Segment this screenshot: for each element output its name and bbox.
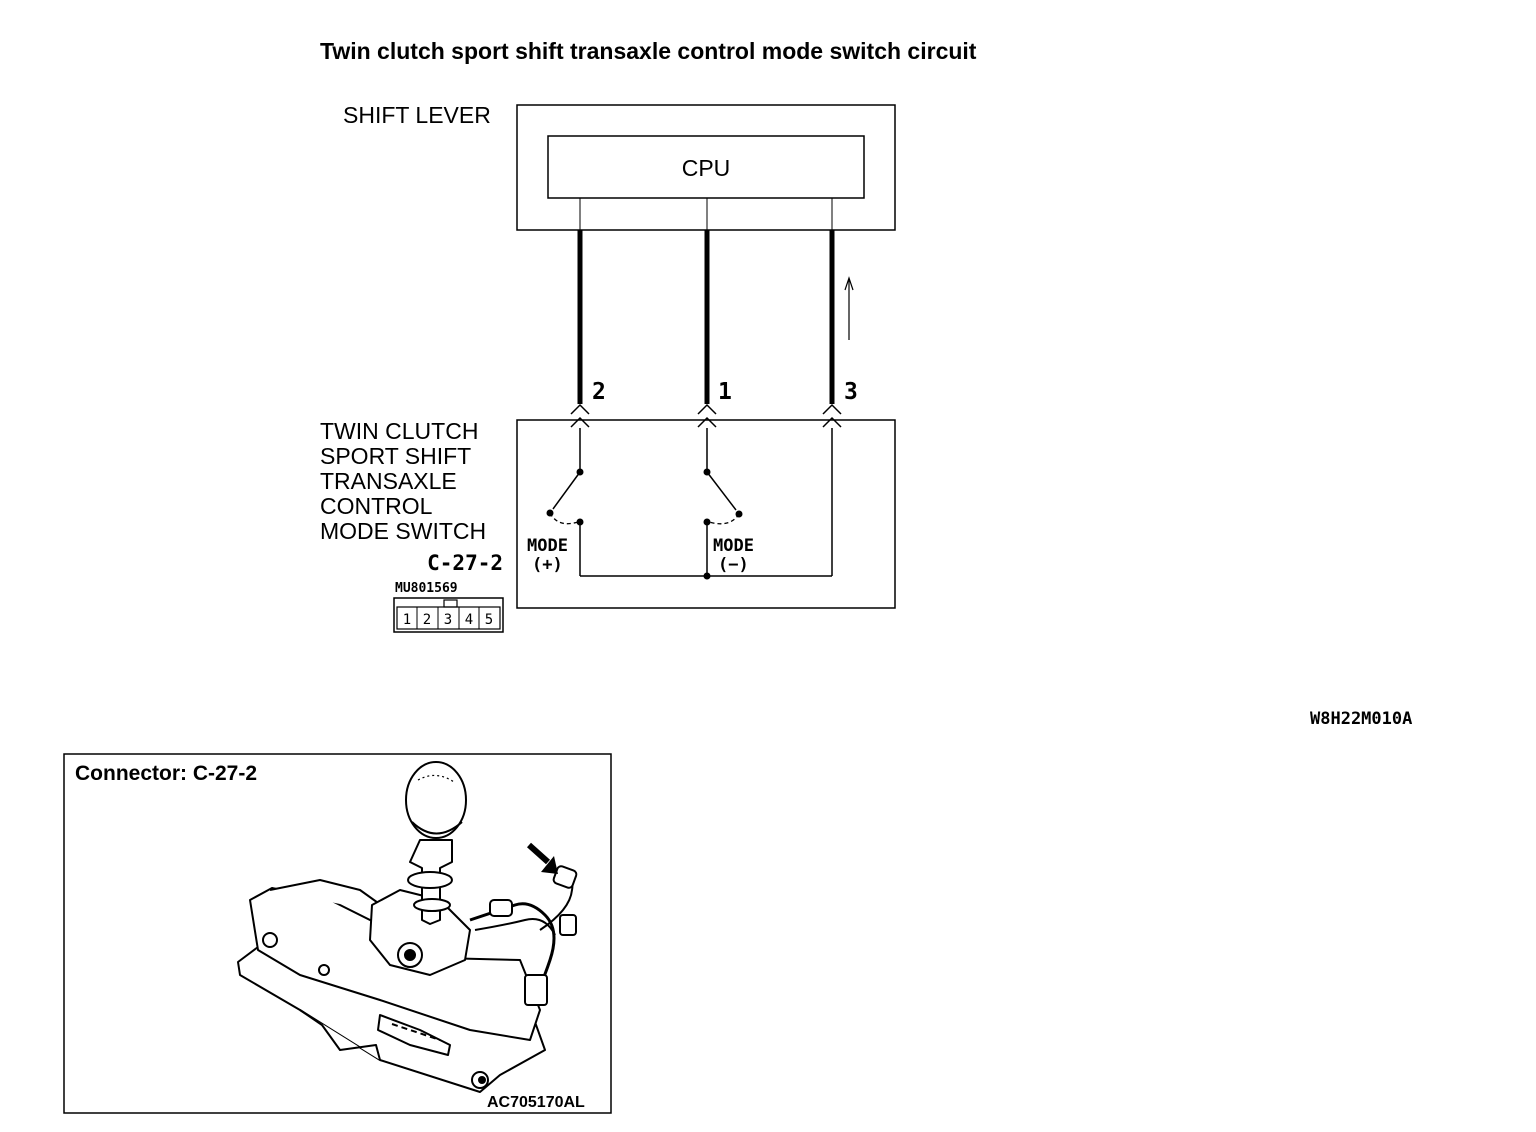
mode-switch-label: TWIN CLUTCH SPORT SHIFT TRANSAXLE CONTRO… — [320, 418, 486, 544]
pin-label-1: 1 — [718, 379, 732, 405]
cpu-box — [547, 135, 865, 199]
connector-pointer-arrow-icon — [526, 842, 558, 874]
mode-plus-label: MODE (+) — [527, 536, 578, 575]
connector-chevrons — [570, 403, 842, 428]
pin-label-3: 3 — [844, 379, 858, 405]
connector-face-icon: 1 2 3 4 5 — [393, 597, 504, 633]
connector-view-title: Connector: C-27-2 — [75, 762, 257, 785]
part-number-label: MU801569 — [395, 581, 458, 596]
svg-text:3: 3 — [444, 612, 452, 628]
shift-lever-label: SHIFT LEVER — [343, 102, 491, 128]
svg-text:5: 5 — [485, 612, 493, 628]
current-arrow-icon — [844, 276, 854, 340]
cpu-label: CPU — [682, 155, 731, 181]
mode-plus-switch-icon — [546, 468, 584, 526]
pin-label-2: 2 — [592, 379, 606, 405]
connector-id-label: C-27-2 — [427, 551, 503, 575]
connector-view-image-code: AC705170AL — [487, 1094, 585, 1111]
mode-minus-label: MODE (−) — [713, 536, 764, 575]
mode-switch-box — [516, 419, 896, 609]
svg-text:4: 4 — [465, 612, 473, 628]
mode-minus-switch-icon — [703, 468, 743, 526]
diagram-title: Twin clutch sport shift transaxle contro… — [320, 38, 977, 64]
svg-text:2: 2 — [423, 612, 431, 628]
junction-dot — [703, 572, 711, 580]
switch-wiring — [579, 428, 833, 577]
diagram-code: W8H22M010A — [1310, 709, 1412, 729]
shift-lever-assembly-illustration — [237, 761, 578, 1093]
svg-text:1: 1 — [403, 612, 411, 628]
